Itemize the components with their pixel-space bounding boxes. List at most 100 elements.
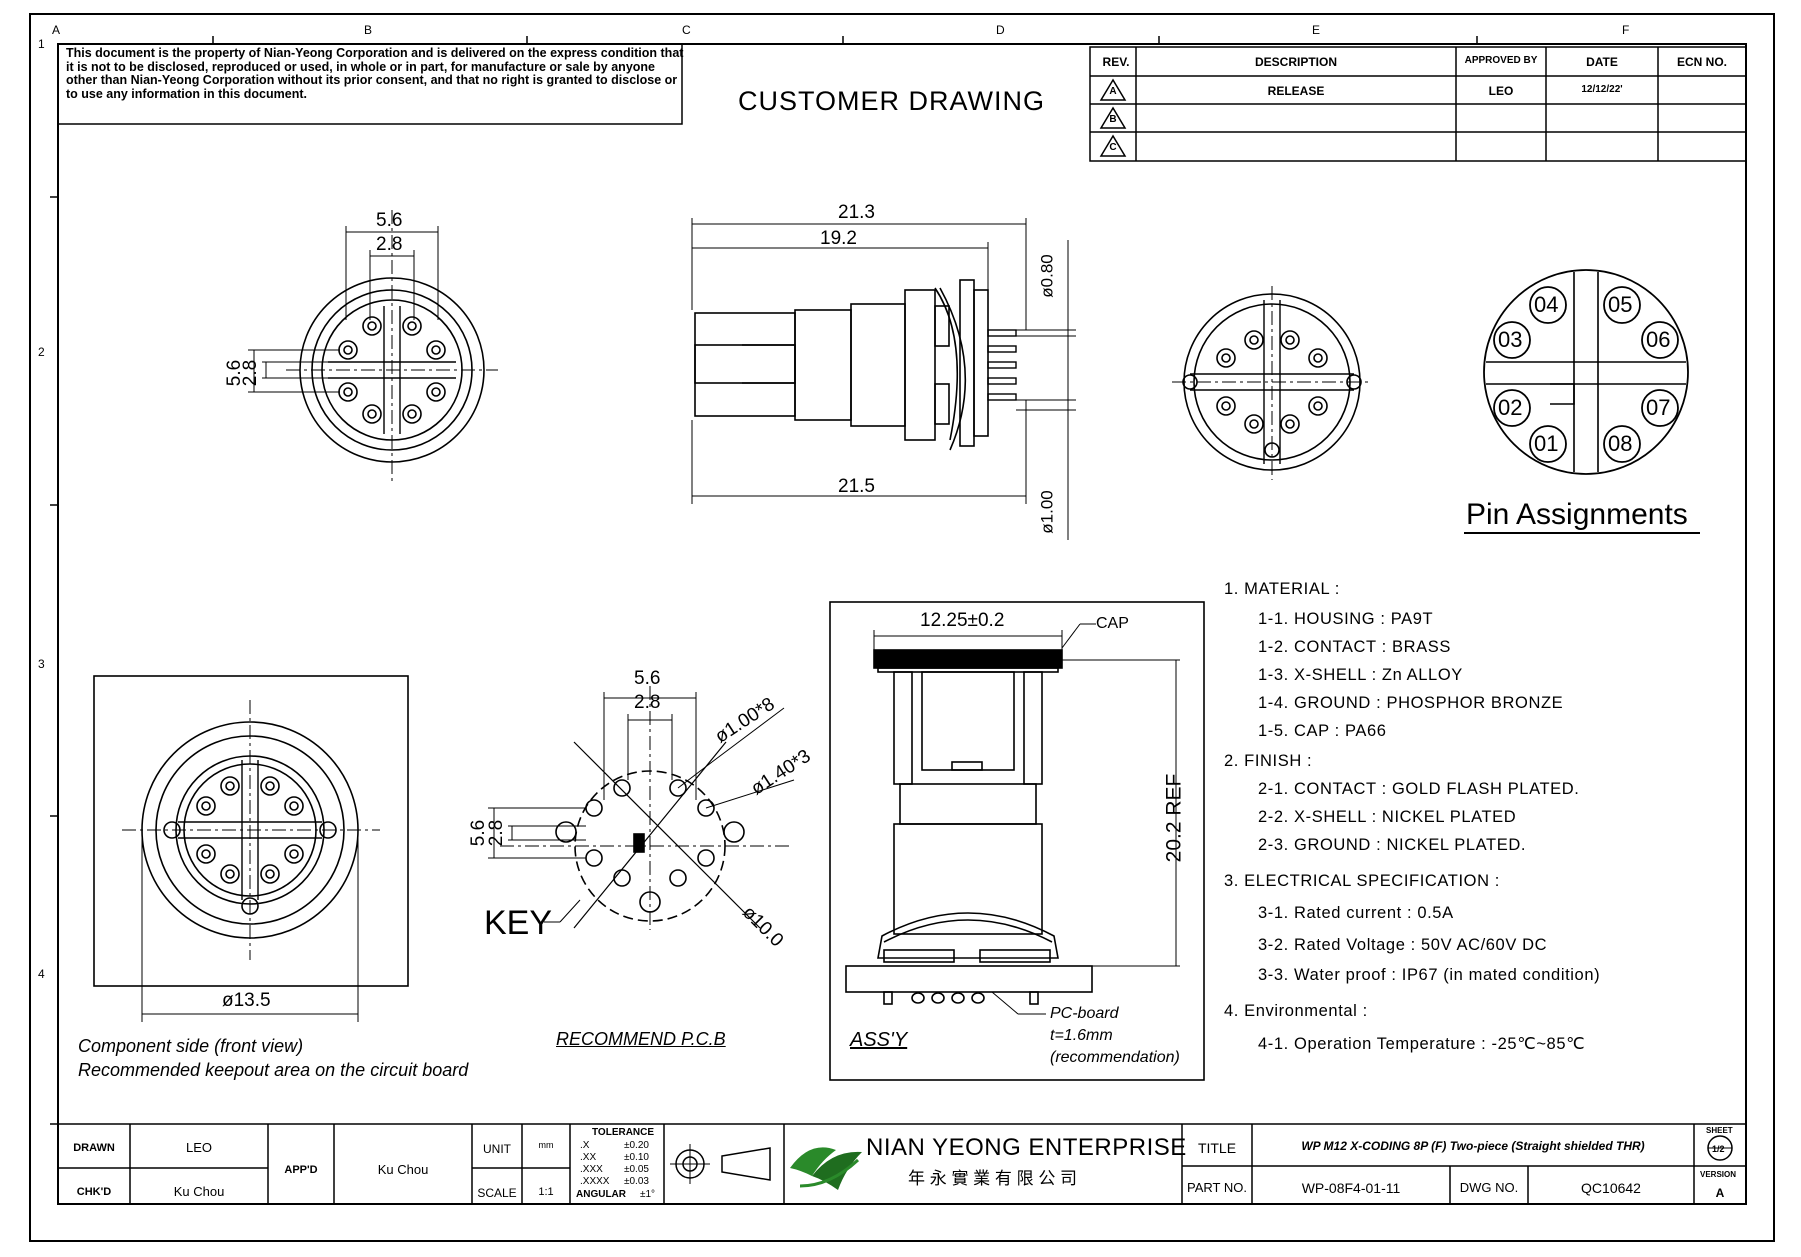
cap-label: CAP <box>1096 615 1129 632</box>
pc-thickness-label: t=1.6mm <box>1050 1027 1113 1044</box>
title-value: WP M12 X-CODING 8P (F) Two-piece (Straig… <box>1301 1139 1645 1153</box>
dwg-number-label: DWG NO. <box>1459 1180 1519 1195</box>
pin-diameter-1: ø0.80 <box>1037 254 1057 298</box>
tol-xxxx-key: .XXXX <box>580 1176 610 1187</box>
front-view <box>248 210 498 484</box>
tol-xx-val: ±0.10 <box>624 1152 649 1163</box>
outer-border <box>29 13 1775 1242</box>
tol-angular-val: ±1° <box>640 1189 656 1200</box>
assy-height-dim: 20.2 REF <box>1162 773 1186 863</box>
component-side-caption: Component side (front view) <box>78 1036 304 1056</box>
tol-x-val: ±0.20 <box>624 1140 649 1151</box>
tol-x-key: .X <box>580 1140 590 1151</box>
grid-ticks <box>50 36 1478 1125</box>
side-dim-bottom: 21.5 <box>838 476 875 497</box>
spec-line: 1. MATERIAL : <box>1224 580 1340 598</box>
rev-a-date: 12/12/22' <box>1581 84 1623 95</box>
side-dim-body: 19.2 <box>820 228 857 249</box>
spec-line: 3-3. Water proof : IP67 (in mated condit… <box>1258 966 1601 984</box>
pin-label-07: 07 <box>1646 395 1671 420</box>
spec-line: 4-1. Operation Temperature : -25℃~85℃ <box>1258 1035 1586 1053</box>
drawn-label: DRAWN <box>73 1142 115 1154</box>
pin-label-01: 01 <box>1534 431 1559 456</box>
ecn-header: ECN NO. <box>1676 55 1727 69</box>
dwg-number-value: QC10642 <box>1581 1180 1641 1196</box>
pc-recommend-label: (recommendation) <box>1050 1049 1180 1066</box>
assembly-view <box>829 601 1205 1081</box>
company-logo <box>790 1147 862 1190</box>
version-label: VERSION <box>1700 1170 1737 1179</box>
approved-value: Ku Chou <box>377 1162 429 1177</box>
drawn-value: LEO <box>185 1140 212 1155</box>
rev-header: REV. <box>1102 55 1130 69</box>
approved-label: APP'D <box>284 1164 318 1176</box>
spec-line: 3. ELECTRICAL SPECIFICATION : <box>1224 872 1500 890</box>
grid-row-2: 2 <box>38 345 45 359</box>
grid-col-f: F <box>1622 23 1630 37</box>
spec-line: 2-1. CONTACT : GOLD FLASH PLATED. <box>1258 780 1580 798</box>
grid-col-c: C <box>682 23 691 37</box>
front-dim-top-inner: 2.8 <box>376 234 403 255</box>
company-name: NIAN YEONG ENTERPRISE <box>866 1134 1187 1161</box>
title-label: TITLE <box>1197 1140 1237 1156</box>
sheet-value: 1/2 <box>1712 1144 1725 1154</box>
grid-col-a: A <box>52 23 61 37</box>
pin-label-04: 04 <box>1534 292 1559 317</box>
disclaimer-text: This document is the property of Nian-Ye… <box>66 46 684 101</box>
pin-label-03: 03 <box>1498 327 1523 352</box>
side-view <box>691 218 1076 540</box>
keepout-caption: Recommended keepout area on the circuit … <box>78 1060 469 1080</box>
key-label: KEY <box>484 904 553 942</box>
spec-line: 4. Environmental : <box>1224 1002 1368 1020</box>
pin-label-08: 08 <box>1608 431 1633 456</box>
rev-a-approved: LEO <box>1488 84 1514 98</box>
rev-c-mark: C <box>1109 142 1117 153</box>
pin-assignment-view <box>1483 269 1689 475</box>
spec-line: 2-2. X-SHELL : NICKEL PLATED <box>1258 808 1517 826</box>
description-header: DESCRIPTION <box>1254 55 1337 69</box>
date-header: DATE <box>1586 55 1618 69</box>
spec-line: 1-5. CAP : PA66 <box>1258 722 1387 740</box>
tol-xx-key: .XX <box>580 1152 597 1163</box>
grid-row-1: 1 <box>38 37 45 51</box>
unit-value: mm <box>538 1140 554 1150</box>
tol-angular-key: ANGULAR <box>576 1189 626 1200</box>
sheet-label: SHEET <box>1706 1126 1733 1135</box>
pcb-dim-top-outer: 5.6 <box>634 668 661 689</box>
spec-line: 1-3. X-SHELL : Zn ALLOY <box>1258 666 1463 684</box>
assy-width-dim: 12.25±0.2 <box>920 610 1005 631</box>
grid-col-d: D <box>996 23 1005 37</box>
spec-line: 3-1. Rated current : 0.5A <box>1258 904 1454 922</box>
side-dim-total: 21.3 <box>838 202 875 223</box>
grid-row-3: 3 <box>38 657 45 671</box>
pcb-dim-top-inner: 2.8 <box>634 692 661 713</box>
pin-label-02: 02 <box>1498 395 1523 420</box>
rev-b-mark: B <box>1109 114 1117 125</box>
version-value: A <box>1715 1186 1725 1200</box>
front-dim-top-outer: 5.6 <box>376 210 403 231</box>
spec-line: 1-1. HOUSING : PA9T <box>1258 610 1434 628</box>
disclaimer-box <box>57 43 683 125</box>
spec-line: 2. FINISH : <box>1224 752 1313 770</box>
rear-view <box>1172 286 1372 480</box>
tol-xxx-key: .XXX <box>580 1164 603 1175</box>
company-chinese-name: 年 永 實 業 有 限 公 司 <box>908 1169 1078 1188</box>
checked-label: CHK'D <box>76 1186 112 1198</box>
grid-col-e: E <box>1312 23 1321 37</box>
tol-xxx-val: ±0.05 <box>624 1164 649 1175</box>
unit-label: UNIT <box>483 1142 511 1156</box>
spec-line: 1-4. GROUND : PHOSPHOR BRONZE <box>1258 694 1564 712</box>
title-block-grid <box>57 1123 1747 1205</box>
pin-diameter-2: ø1.00 <box>1037 490 1057 534</box>
scale-label: SCALE <box>477 1186 517 1200</box>
spec-line: 2-3. GROUND : NICKEL PLATED. <box>1258 836 1527 854</box>
approved-header: APPROVED BY <box>1464 55 1538 66</box>
recommend-pcb-label: RECOMMEND P.C.B <box>556 1029 726 1049</box>
drawing-title: CUSTOMER DRAWING <box>738 86 1046 116</box>
grid-row-4: 4 <box>38 967 45 981</box>
pcb-layout-view <box>488 686 795 930</box>
spec-line: 1-2. CONTACT : BRASS <box>1258 638 1451 656</box>
front-dim-side-inner: 2.8 <box>240 359 262 387</box>
assy-label: ASS'Y <box>850 1029 908 1051</box>
